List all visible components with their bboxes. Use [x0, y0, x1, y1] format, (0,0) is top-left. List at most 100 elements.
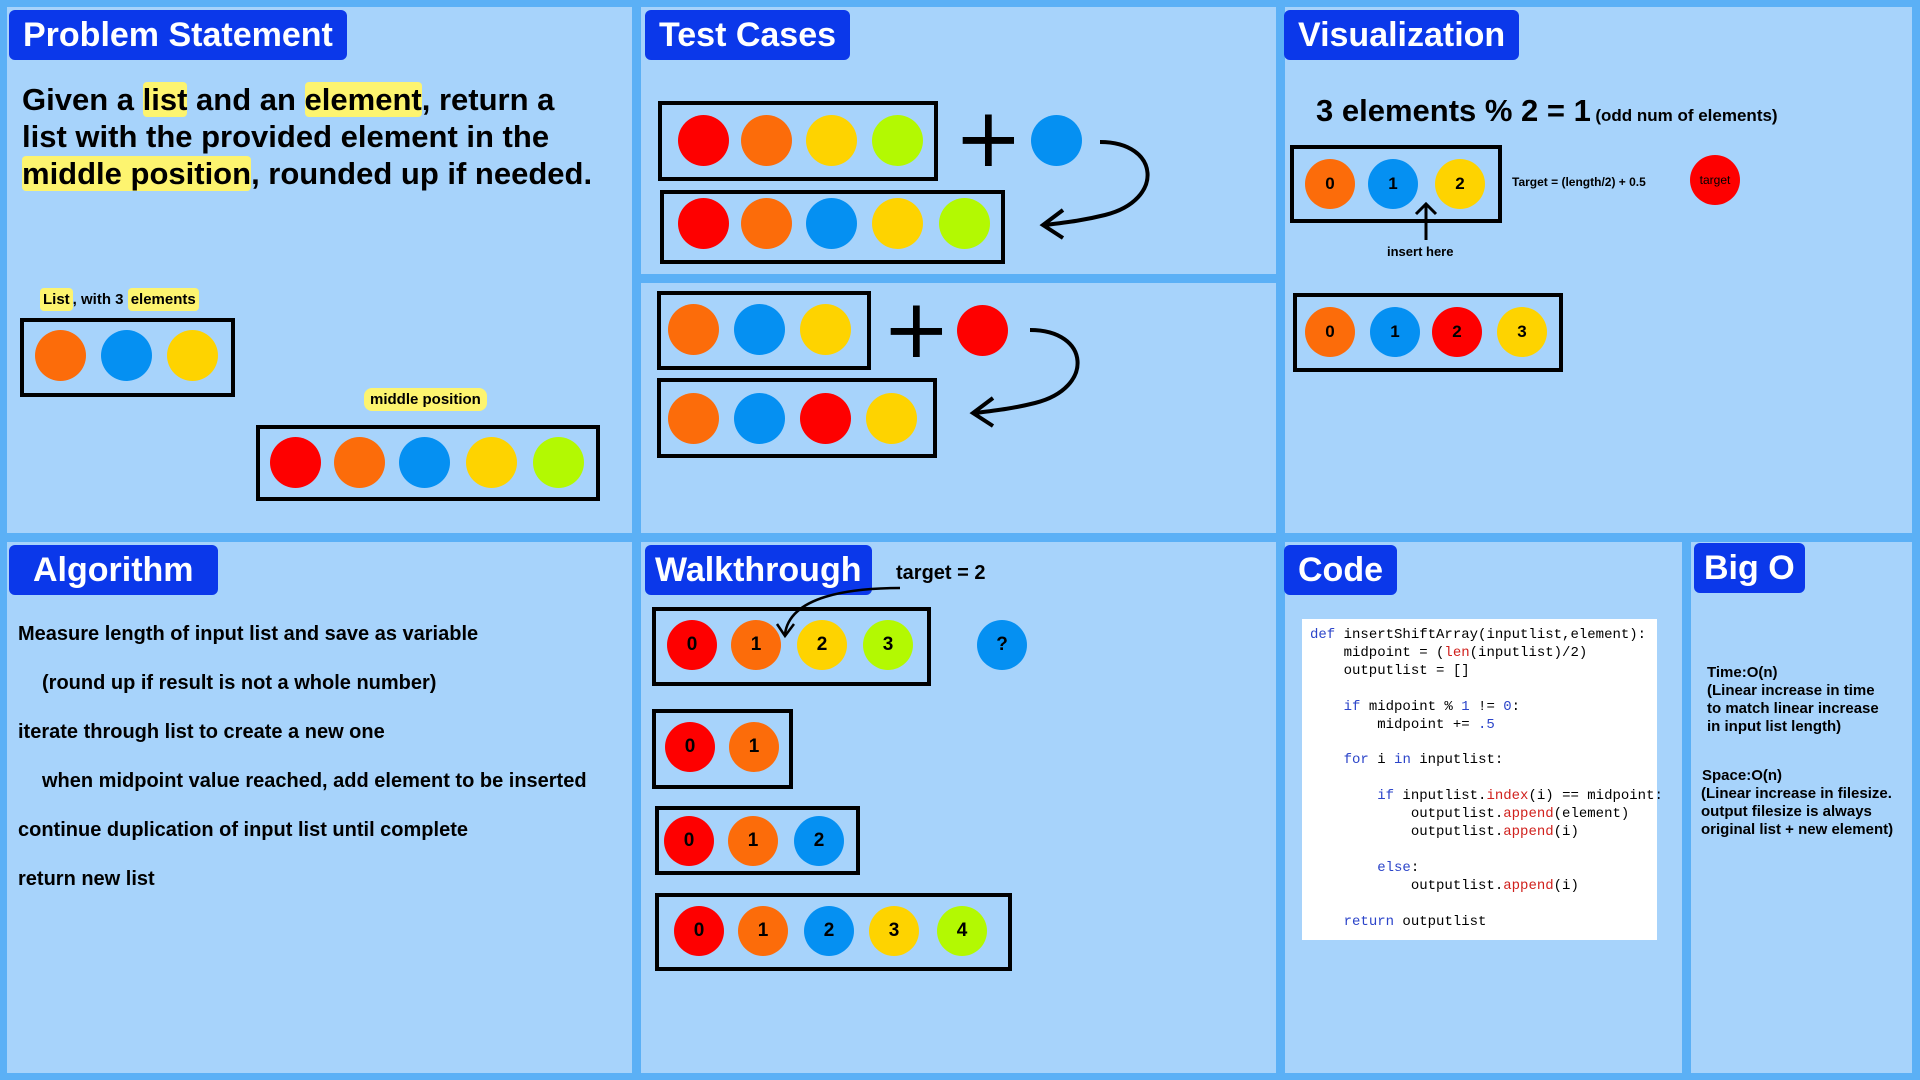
up-arrow-icon [1414, 201, 1438, 240]
circle-red [678, 198, 729, 249]
code-token: in [1394, 752, 1411, 769]
example-list-box [20, 318, 235, 397]
code-token: midpoint = ( [1310, 644, 1445, 661]
code-block: def insertShiftArray(inputlist,element):… [1302, 619, 1663, 940]
circle-blue: ? [977, 620, 1027, 670]
code-line: outputlist.append(element) [1310, 806, 1649, 824]
code-line: if midpoint % 1 != 0: [1310, 699, 1649, 717]
list-tag-elements: elements [127, 288, 199, 311]
circle-yellow [167, 330, 218, 381]
code-line: outputlist.append(i) [1310, 824, 1649, 842]
space-line: (Linear increase in filesize. [1701, 785, 1892, 802]
walkthrough-row-1-box [652, 607, 931, 686]
curved-arrow-icon [969, 328, 1080, 428]
circle-yellow: 2 [797, 620, 847, 670]
algorithm-step-4: when midpoint value reached, add element… [42, 770, 587, 792]
circle-blue: 1 [1370, 307, 1420, 357]
circle-lime: 4 [937, 906, 987, 956]
circle-blue: 2 [804, 906, 854, 956]
code-line: def insertShiftArray(inputlist,element): [1310, 627, 1649, 645]
circle-blue [806, 198, 857, 249]
code-line: for i in inputlist: [1310, 752, 1649, 770]
circle-red: 0 [665, 722, 715, 772]
problem-text: Given a list and an element, return a li… [22, 81, 622, 192]
code-token: insertShiftArray(inputlist,element): [1335, 627, 1647, 643]
circle-red [957, 305, 1008, 356]
code-token: (i) [1553, 823, 1579, 840]
circle-orange: 1 [729, 722, 779, 772]
circle-red [678, 115, 729, 166]
code-line: if inputlist.index(i) == midpoint: [1310, 788, 1663, 806]
circle-lime [533, 437, 584, 488]
divider-top [0, 0, 1920, 7]
algorithm-step-5: continue duplication of input list until… [18, 819, 468, 841]
circle-orange [35, 330, 86, 381]
circle-orange: 1 [731, 620, 781, 670]
circle-blue: 2 [794, 816, 844, 866]
code-token: outputlist [1394, 913, 1487, 930]
curved-arrow-icon [775, 586, 901, 639]
code-token [1310, 860, 1377, 876]
problem-text-1: Given a [22, 82, 143, 117]
code-token: (inputlist)/2) [1469, 644, 1588, 661]
problem-text-2: and an [187, 82, 305, 117]
code-token: 0 [1503, 698, 1512, 715]
circle-yellow [800, 304, 851, 355]
result-list-box [256, 425, 600, 501]
problem-text-5: , rounded up if needed. [251, 156, 593, 191]
algorithm-title: Algorithm [9, 545, 218, 595]
circle-yellow: 2 [1435, 159, 1485, 209]
code-token: i [1368, 752, 1395, 769]
curved-arrow-icon [1039, 140, 1150, 240]
code-line [1310, 896, 1649, 914]
code-line [1310, 681, 1649, 699]
code-line: midpoint = (len(inputlist)/2) [1310, 645, 1649, 663]
code-line [1310, 770, 1649, 788]
bigo-title: Big O [1694, 543, 1805, 593]
code-token: != [1469, 698, 1504, 715]
equation-text: 3 elements % 2 = 1 [1316, 93, 1591, 128]
middle-position-tag: middle position [364, 388, 487, 411]
code-token: outputlist. [1310, 806, 1504, 823]
list-tag-list: List [40, 288, 73, 311]
code-title: Code [1284, 545, 1397, 595]
problem-text-4: list with the provided element in the [22, 119, 550, 154]
divider-bottom [0, 1073, 1920, 1080]
walkthrough-title: Walkthrough [645, 545, 872, 595]
circle-blue: 1 [1368, 159, 1418, 209]
time-line: (Linear increase in time [1707, 682, 1875, 699]
problem-text-3: , return a [421, 82, 555, 117]
circle-yellow [466, 437, 517, 488]
code-token: len [1444, 644, 1470, 661]
code-token: 1 [1461, 698, 1470, 715]
circle-blue [734, 304, 785, 355]
code-token [1310, 914, 1344, 930]
code-line: outputlist = [] [1310, 663, 1649, 681]
code-token: inputlist: [1410, 752, 1504, 769]
circle-yellow [866, 393, 917, 444]
code-token: : [1511, 698, 1521, 715]
divider-v3 [1682, 533, 1691, 1080]
code-token: if [1377, 788, 1395, 805]
highlight-middle-position: middle position [22, 156, 252, 191]
circle-orange: 0 [1305, 159, 1355, 209]
target-circle: target [1690, 155, 1740, 205]
code-token: append [1503, 877, 1554, 894]
problem-title: Problem Statement [9, 10, 347, 60]
test-cases-title: Test Cases [645, 10, 851, 60]
circle-red [800, 393, 851, 444]
walkthrough-row-2-box [652, 709, 793, 789]
circle-orange [741, 198, 792, 249]
algorithm-step-1: Measure length of input list and save as… [18, 623, 479, 645]
code-line: else: [1310, 860, 1649, 878]
target-formula: Target = (length/2) + 0.5 [1512, 175, 1646, 189]
code-token: (i) [1553, 877, 1579, 894]
algorithm-step-2: (round up if result is not a whole numbe… [42, 672, 437, 694]
circle-blue [734, 393, 785, 444]
code-token: : [1410, 859, 1420, 876]
equation-note: (odd num of elements) [1595, 106, 1778, 125]
visual-list-box [1290, 145, 1502, 223]
circle-orange [668, 393, 719, 444]
code-token: append [1503, 806, 1554, 823]
code-token: outputlist. [1310, 877, 1504, 894]
